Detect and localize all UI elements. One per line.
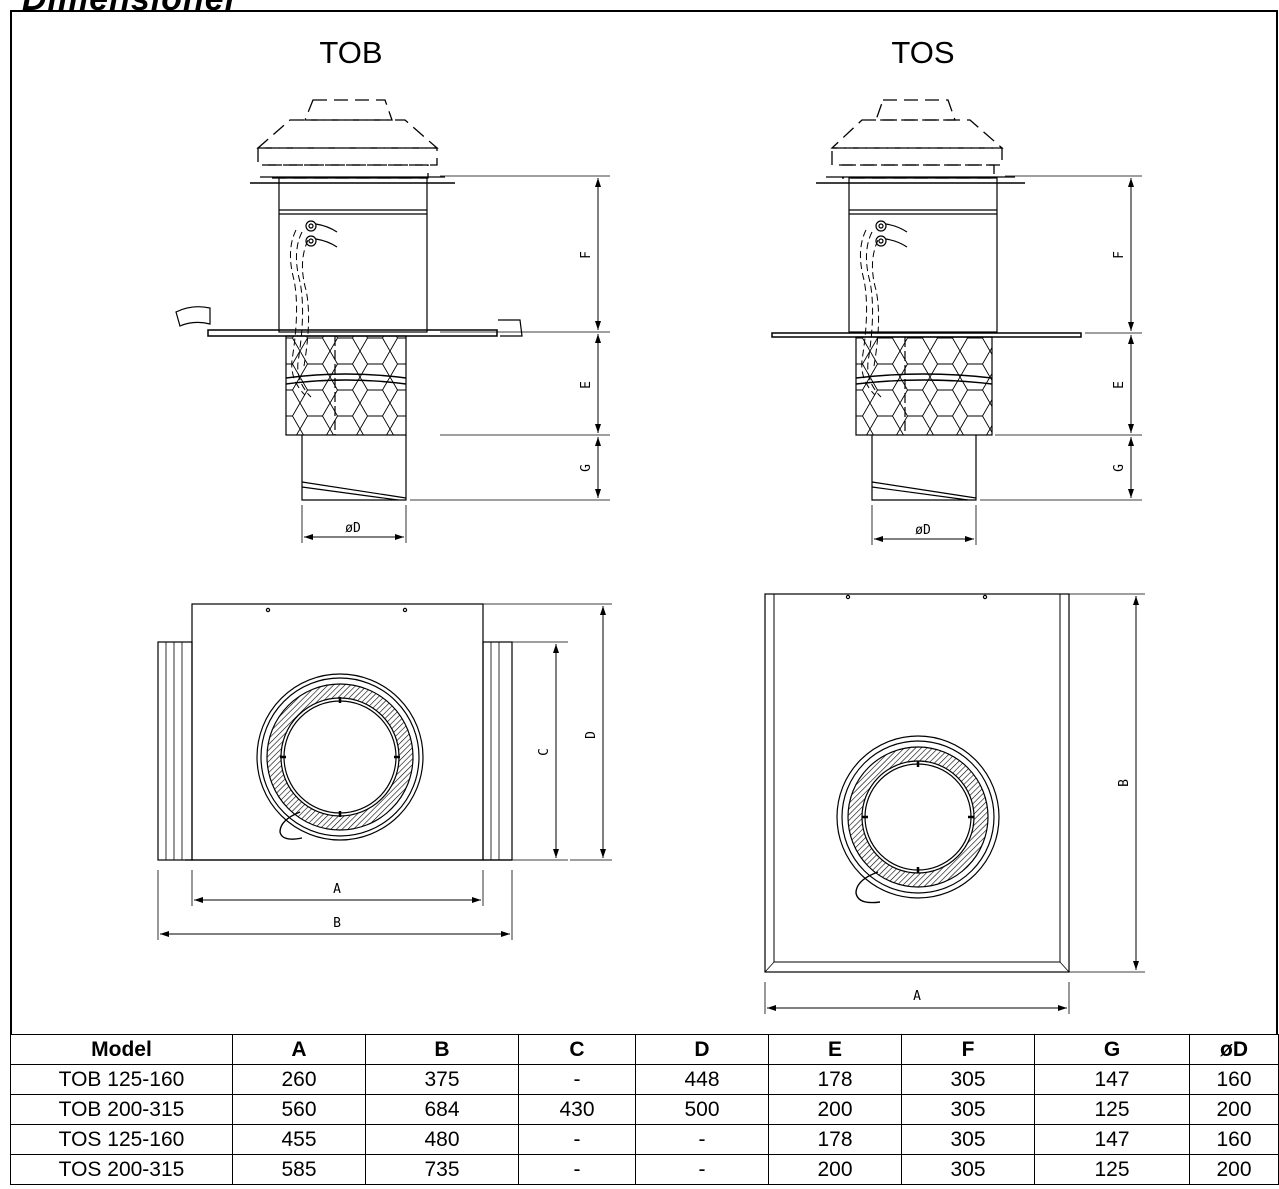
- technical-drawing: TOB: [157, 35, 1145, 1014]
- header-g: G: [1034, 1034, 1190, 1065]
- table-cell: -: [635, 1124, 769, 1155]
- table-cell: 160: [1189, 1064, 1279, 1095]
- table-cell: 448: [635, 1064, 769, 1095]
- table-cell: 200: [1189, 1154, 1279, 1185]
- table-cell: 455: [232, 1124, 366, 1155]
- table-row: TOB 125-160 260 375 - 448 178 305 147 16…: [10, 1064, 1279, 1095]
- table-cell: 305: [901, 1064, 1035, 1095]
- table-row: TOB 200-315 560 684 430 500 200 305 125 …: [10, 1094, 1279, 1125]
- tob-dim-f-label: F: [579, 251, 594, 259]
- tob-dim-g-label: G: [579, 464, 594, 472]
- drawing-frame: [10, 10, 1278, 1034]
- table-cell: 500: [635, 1094, 769, 1125]
- tob-hood-outline: [256, 99, 439, 179]
- tob-dim-a-label: A: [333, 882, 341, 897]
- table-cell: -: [635, 1154, 769, 1185]
- table-cell: 147: [1034, 1124, 1190, 1155]
- header-f: F: [901, 1034, 1035, 1065]
- table-cell: 735: [365, 1154, 519, 1185]
- table-cell: 305: [901, 1094, 1035, 1125]
- table-cell: 200: [768, 1094, 902, 1125]
- tob-dim-od-label: øD: [345, 521, 361, 536]
- tob-dim-b-label: B: [333, 916, 341, 931]
- table-cell: 200: [768, 1154, 902, 1185]
- table-cell: 585: [232, 1154, 366, 1185]
- table-cell: -: [518, 1064, 636, 1095]
- table-cell: 560: [232, 1094, 366, 1125]
- table-cell: -: [518, 1154, 636, 1185]
- tob-dim-d-label: D: [584, 731, 599, 739]
- table-cell: TOS 125-160: [10, 1124, 233, 1155]
- table-cell: 260: [232, 1064, 366, 1095]
- header-model: Model: [10, 1034, 233, 1065]
- tos-dim-f-label: F: [1112, 251, 1127, 259]
- table-cell: TOS 200-315: [10, 1154, 233, 1185]
- tob-title: TOB: [319, 35, 382, 70]
- tos-dim-a-label: A: [913, 989, 921, 1004]
- table-header-row: Model A B C D E F G øD: [10, 1034, 1279, 1065]
- table-row: TOS 125-160 455 480 - - 178 305 147 160: [10, 1124, 1279, 1155]
- table-row: TOS 200-315 585 735 - - 200 305 125 200: [10, 1154, 1279, 1185]
- section-heading: Dimensioner: [22, 0, 239, 16]
- tos-side-view: TOS F E: [771, 35, 1142, 545]
- header-a: A: [232, 1034, 366, 1065]
- table-cell: 684: [365, 1094, 519, 1125]
- table-cell: 200: [1189, 1094, 1279, 1125]
- table-cell: TOB 200-315: [10, 1094, 233, 1125]
- tob-dim-c-label: C: [537, 748, 552, 756]
- table-cell: 178: [768, 1064, 902, 1095]
- table-cell: -: [518, 1124, 636, 1155]
- table-cell: 147: [1034, 1064, 1190, 1095]
- table-cell: 305: [901, 1124, 1035, 1155]
- dimension-table: Model A B C D E F G øD TOB 125-160 260 3…: [10, 1034, 1279, 1185]
- table-cell: TOB 125-160: [10, 1064, 233, 1095]
- tos-title: TOS: [891, 35, 954, 70]
- table-cell: 480: [365, 1124, 519, 1155]
- header-e: E: [768, 1034, 902, 1065]
- table-cell: 305: [901, 1154, 1035, 1185]
- table-cell: 125: [1034, 1154, 1190, 1185]
- tos-dim-g-label: G: [1112, 464, 1127, 472]
- tos-hood-outline: [830, 99, 1004, 179]
- table-cell: 178: [768, 1124, 902, 1155]
- header-b: B: [365, 1034, 519, 1065]
- table-cell: 125: [1034, 1094, 1190, 1125]
- tob-dim-e-label: E: [579, 381, 594, 389]
- tob-top-view: A B C D: [157, 603, 612, 940]
- table-cell: 160: [1189, 1124, 1279, 1155]
- tos-dim-od-label: øD: [915, 523, 931, 538]
- table-cell: 430: [518, 1094, 636, 1125]
- tos-top-view: A B: [764, 593, 1145, 1014]
- header-od: øD: [1189, 1034, 1279, 1065]
- header-d: D: [635, 1034, 769, 1065]
- tos-dim-e-label: E: [1112, 381, 1127, 389]
- table-cell: 375: [365, 1064, 519, 1095]
- tos-dim-b-label: B: [1117, 779, 1132, 787]
- tob-side-view: TOB: [175, 35, 610, 543]
- header-c: C: [518, 1034, 636, 1065]
